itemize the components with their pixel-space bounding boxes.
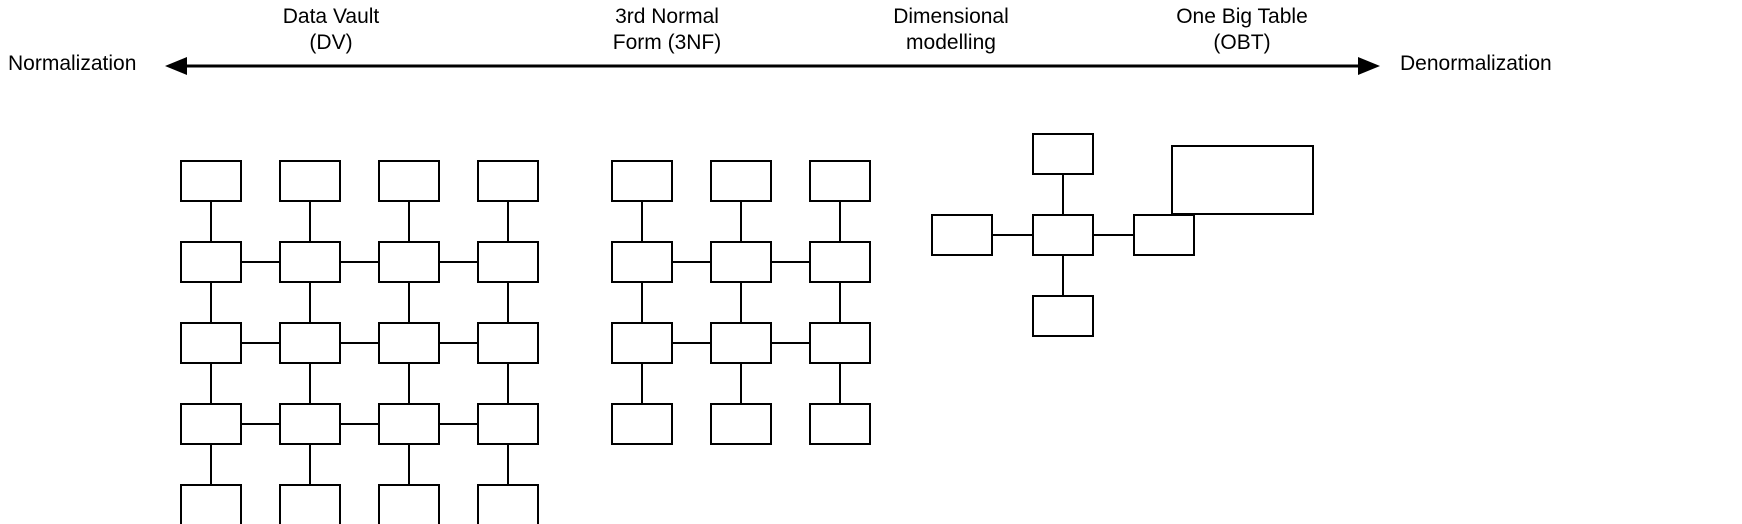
- table-node: [378, 403, 440, 445]
- node-connector-vertical: [209, 283, 213, 322]
- axis-label-normalization: Normalization: [8, 52, 137, 75]
- node-connector-horizontal: [673, 341, 710, 345]
- table-node: [378, 160, 440, 202]
- node-connector-vertical: [838, 283, 842, 322]
- stage-label-data-vault: Data Vault (DV): [282, 5, 380, 54]
- node-connector-vertical: [838, 202, 842, 241]
- node-connector-horizontal: [440, 422, 477, 426]
- node-connector-horizontal: [242, 260, 279, 264]
- one-big-table-node: [1171, 145, 1314, 215]
- table-node: [710, 160, 772, 202]
- table-node: [180, 160, 242, 202]
- node-connector-vertical: [407, 283, 411, 322]
- table-node: [279, 241, 341, 283]
- table-node: [378, 322, 440, 364]
- node-connector-vertical: [739, 283, 743, 322]
- stage-label-third-normal-form: 3rd Normal Form (3NF): [612, 5, 722, 54]
- table-node: [279, 322, 341, 364]
- dimension-table-node: [931, 214, 993, 256]
- node-connector-vertical: [506, 364, 510, 403]
- node-connector-vertical: [407, 202, 411, 241]
- node-connector-vertical: [506, 445, 510, 484]
- table-node: [477, 484, 539, 524]
- node-connector-vertical: [308, 364, 312, 403]
- node-connector-vertical: [838, 364, 842, 403]
- table-node: [611, 241, 673, 283]
- node-connector-horizontal: [1094, 233, 1133, 237]
- node-connector-vertical: [739, 202, 743, 241]
- node-connector-horizontal: [772, 260, 809, 264]
- table-node: [180, 322, 242, 364]
- node-connector-vertical: [209, 364, 213, 403]
- node-connector-vertical: [640, 364, 644, 403]
- table-node: [180, 403, 242, 445]
- axis-label-denormalization: Denormalization: [1400, 52, 1552, 75]
- node-connector-horizontal: [440, 260, 477, 264]
- node-connector-vertical: [506, 202, 510, 241]
- node-connector-vertical: [640, 202, 644, 241]
- node-connector-vertical: [407, 445, 411, 484]
- table-node: [477, 160, 539, 202]
- table-node: [809, 322, 871, 364]
- table-node: [378, 484, 440, 524]
- table-node: [710, 241, 772, 283]
- table-node: [611, 403, 673, 445]
- node-connector-vertical: [407, 364, 411, 403]
- node-connector-horizontal: [341, 341, 378, 345]
- table-node: [279, 403, 341, 445]
- node-connector-vertical: [1061, 175, 1065, 214]
- table-node: [477, 322, 539, 364]
- node-connector-vertical: [308, 445, 312, 484]
- dimension-table-node: [1133, 214, 1195, 256]
- table-node: [477, 403, 539, 445]
- fact-table-node: [1032, 214, 1094, 256]
- table-node: [809, 241, 871, 283]
- stage-label-one-big-table: One Big Table (OBT): [1176, 5, 1308, 54]
- node-connector-horizontal: [242, 341, 279, 345]
- node-connector-horizontal: [993, 233, 1032, 237]
- node-connector-vertical: [739, 364, 743, 403]
- node-connector-vertical: [209, 202, 213, 241]
- node-connector-horizontal: [440, 341, 477, 345]
- node-connector-horizontal: [242, 422, 279, 426]
- spectrum-arrow-icon: [165, 57, 1380, 75]
- node-connector-vertical: [640, 283, 644, 322]
- node-connector-vertical: [209, 445, 213, 484]
- table-node: [611, 160, 673, 202]
- table-node: [477, 241, 539, 283]
- node-connector-horizontal: [673, 260, 710, 264]
- dimension-table-node: [1032, 295, 1094, 337]
- node-connector-vertical: [308, 283, 312, 322]
- table-node: [710, 322, 772, 364]
- table-node: [710, 403, 772, 445]
- node-connector-horizontal: [341, 422, 378, 426]
- stage-label-dimensional-modelling: Dimensional modelling: [893, 5, 1009, 54]
- table-node: [279, 160, 341, 202]
- node-connector-horizontal: [772, 341, 809, 345]
- table-node: [378, 241, 440, 283]
- dimension-table-node: [1032, 133, 1094, 175]
- node-connector-vertical: [1061, 256, 1065, 295]
- table-node: [809, 160, 871, 202]
- table-node: [279, 484, 341, 524]
- node-connector-vertical: [506, 283, 510, 322]
- table-node: [809, 403, 871, 445]
- node-connector-vertical: [308, 202, 312, 241]
- node-connector-horizontal: [341, 260, 378, 264]
- table-node: [180, 241, 242, 283]
- table-node: [180, 484, 242, 524]
- table-node: [611, 322, 673, 364]
